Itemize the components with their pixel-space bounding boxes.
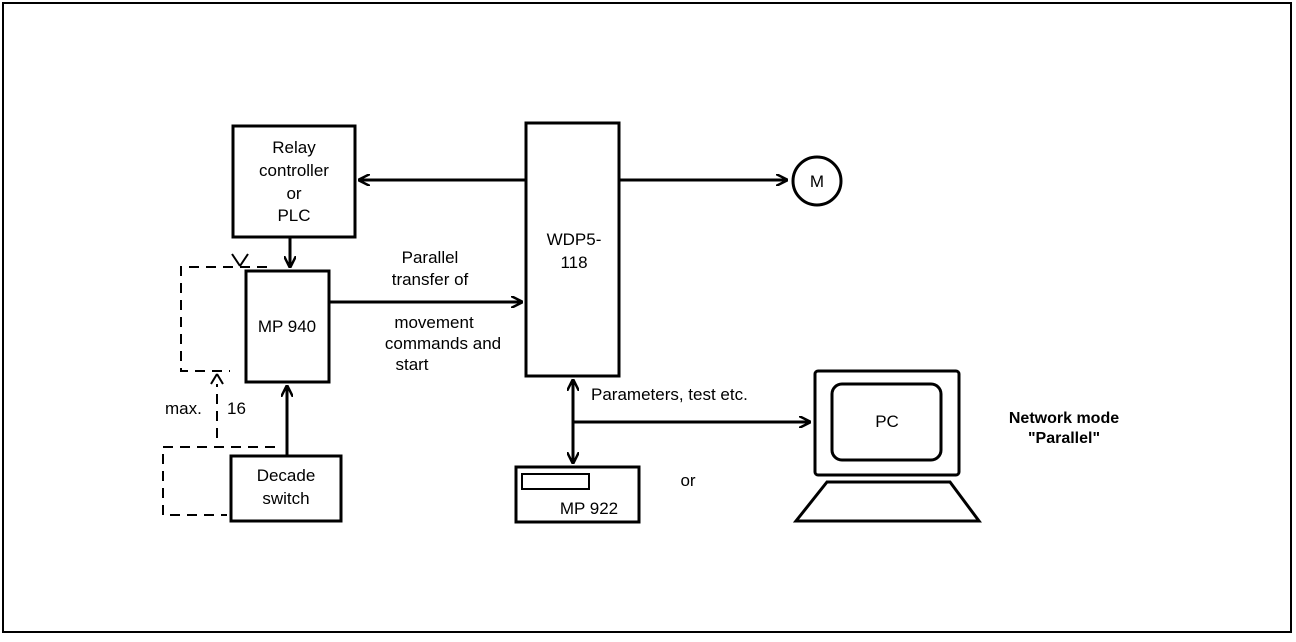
relay-line-1: Relay — [272, 138, 316, 157]
label-parallel: Parallel — [402, 248, 459, 267]
wdp-line-2: 118 — [560, 253, 587, 272]
mp940-label: MP 940 — [258, 317, 316, 336]
dashed-arrow-to-mp940 — [231, 253, 241, 267]
label-parameters: Parameters, test etc. — [591, 385, 748, 404]
decade-line-2: switch — [262, 489, 309, 508]
dashed-arrow-up — [210, 373, 218, 385]
dashed-expansion-outline — [162, 253, 275, 516]
pc-screen — [830, 382, 943, 462]
label-network-mode-parallel: "Parallel" — [1028, 430, 1100, 447]
label-start: start — [395, 355, 428, 374]
label-or: or — [680, 471, 695, 490]
relay-controller-block: Relay controller or PLC — [231, 124, 357, 239]
mp922-label: MP 922 — [560, 499, 618, 518]
decade-switch-block: Decade switch — [229, 454, 343, 523]
motor-circle: M — [791, 155, 843, 207]
relay-line-3: or — [286, 184, 301, 203]
motor-label: M — [810, 172, 824, 191]
relay-line-4: PLC — [277, 206, 310, 225]
wdp-line-1: WDP5- — [547, 230, 602, 249]
label-commands-and: commands and — [385, 334, 501, 353]
label-transfer-of: transfer of — [392, 270, 469, 289]
relay-line-2: controller — [259, 161, 329, 180]
mp940-block: MP 940 — [244, 269, 331, 384]
pc-keyboard — [792, 480, 982, 523]
page-frame — [2, 2, 1292, 633]
label-max: max. — [165, 399, 202, 418]
wdp5-118-block: WDP5- 118 — [524, 121, 621, 378]
mp922-device: MP 922 — [514, 465, 641, 524]
label-movement: movement — [394, 313, 474, 332]
pc-label: PC — [875, 412, 899, 431]
mp922-display — [521, 473, 590, 490]
label-network-mode: Network mode — [1009, 410, 1119, 427]
label-max-count: 16 — [227, 399, 246, 418]
decade-line-1: Decade — [257, 466, 316, 485]
pc-computer: PC — [792, 369, 982, 523]
